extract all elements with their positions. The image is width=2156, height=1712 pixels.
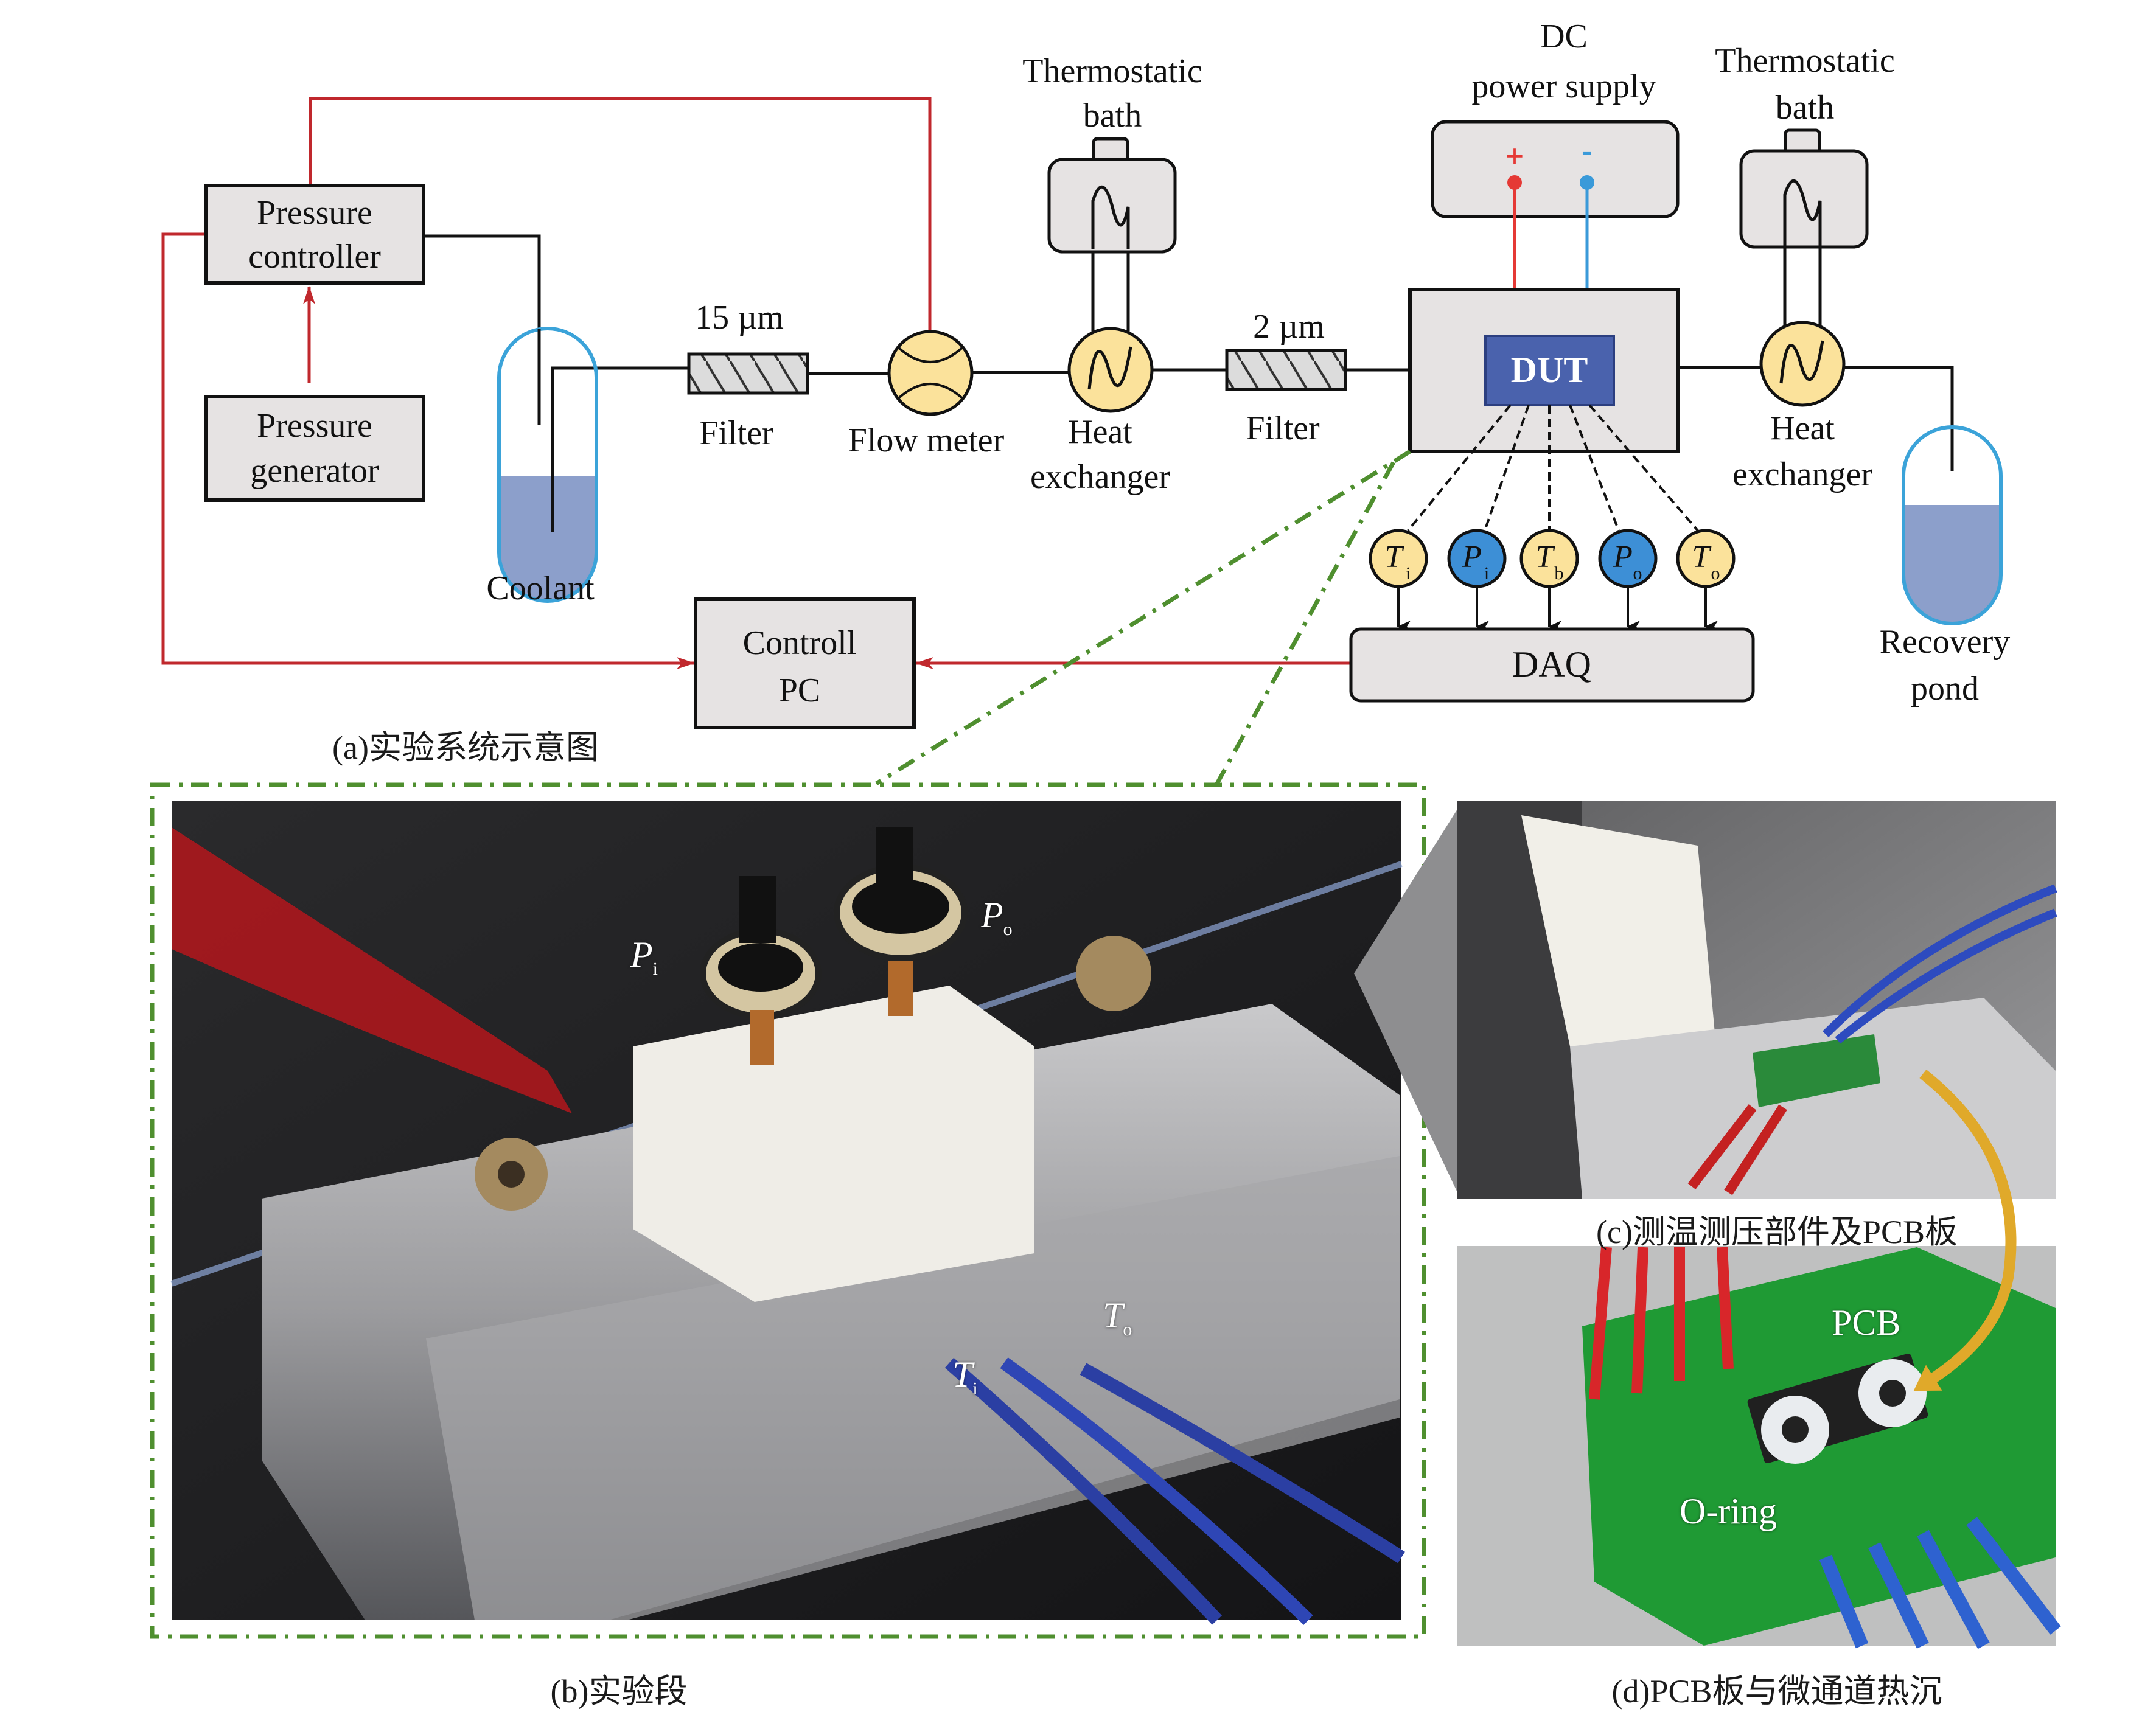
heat-exchanger-2: Heat exchanger [1732,321,1872,493]
heat-exchanger-2-label-1: Heat [1770,409,1835,447]
pressure-generator-box: Pressure generator [204,395,425,502]
thermostatic-bath-1: Thermostatic bath [1022,52,1202,254]
recovery-pond-label-2: pond [1911,670,1979,708]
recovery-pond: Recovery pond [1880,425,2011,708]
photo-label-to-symbol: T [1103,1295,1123,1335]
photo-label-pi: Pi [630,934,658,980]
caption-panel-a: (a)实验系统示意图 [332,729,599,766]
sensor-symbol: T [1536,540,1555,574]
caption-panel-b: (b)实验段 [550,1673,688,1710]
panel-d-photo [1457,1246,2061,1649]
thermostatic-bath-2-label-2: bath [1776,89,1834,127]
filter-2um: 2 µm Filter [1225,308,1347,447]
minus-terminal-label: - [1582,132,1593,169]
recovery-pond-label-1: Recovery [1880,623,2011,661]
filter-15um: 15 µm Filter [687,299,809,452]
photo-label-ti-symbol: T [952,1354,973,1394]
photo-label-po-sub: o [1003,919,1013,939]
photo-label-pcb: PCB [1832,1303,1901,1343]
sensor-leads [1407,404,1699,532]
control-pc-label-2: PC [779,672,821,709]
daq-label: DAQ [1512,644,1591,684]
coolant-label: Coolant [486,569,595,607]
sensor-symbol: P [1613,540,1633,574]
callout-lines [150,450,1426,1639]
photo-label-po-symbol: P [981,895,1003,935]
photo-label-ti-sub: i [972,1379,978,1399]
pressure-generator-label-1: Pressure [257,407,372,445]
pressure-controller-label-2: controller [248,238,381,276]
control-pc-label-1: Controll [743,624,857,662]
pressure-generator-label-2: generator [250,452,379,490]
thermostatic-bath-2: Thermostatic bath [1715,42,1895,249]
coolant-piping [424,201,1954,532]
thermostatic-bath-1-label-2: bath [1083,97,1142,134]
sensor-subscript: b [1555,563,1564,583]
dc-power-supply-label-2: power supply [1471,68,1656,105]
thermostatic-bath-2-label-1: Thermostatic [1715,42,1894,80]
test-section: DUT [1407,288,1699,532]
photo-label-to: To [1103,1295,1132,1340]
flow-meter: Flow meter [848,330,1005,459]
sensor-symbol: P [1462,540,1482,574]
sensor-subscript: o [1633,563,1642,583]
dc-power-supply: DC power supply + - [1431,18,1680,336]
filter-2um-label: Filter [1246,409,1320,447]
photo-label-ti: Ti [952,1354,978,1399]
heat-exchanger-1: Heat exchanger [1030,327,1170,496]
heat-exchanger-1-label-1: Heat [1068,413,1132,451]
photo-label-pi-sub: i [652,959,658,979]
dut-label: DUT [1511,350,1588,390]
sensor-subscript: o [1711,563,1720,583]
thermostatic-bath-1-label-1: Thermostatic [1022,52,1202,90]
sensor-symbol: T [1385,540,1404,574]
sensor-subscript: i [1484,563,1489,583]
zoom-arrow [1913,1069,2017,1391]
flow-meter-label: Flow meter [848,422,1005,459]
caption-panel-c: (c)测温测压部件及PCB板 [1596,1214,1958,1250]
panel-a-schematic: Pressure controller Pressure generator C… [161,18,2011,729]
sensor-symbol: T [1692,540,1712,574]
photo-label-to-sub: o [1123,1320,1132,1340]
heat-exchanger-2-label-2: exchanger [1732,456,1872,493]
plus-terminal-label: + [1505,138,1524,175]
coolant-tank: Coolant [486,327,598,607]
panel-c-photo [1354,801,2057,1199]
daq-box: DAQ [1349,627,1755,703]
sensor-subscript: i [1406,563,1411,583]
photo-label-po: Po [981,894,1013,940]
dc-power-supply-label-1: DC [1540,18,1588,55]
pressure-controller-box: Pressure controller [204,184,425,285]
pressure-controller-label-1: Pressure [257,194,372,232]
photo-label-o-ring: O-ring [1680,1491,1777,1531]
caption-panel-d: (d)PCB板与微通道热沉 [1611,1673,1942,1710]
filter-15um-size: 15 µm [695,299,784,336]
control-pc-box: Controll PC [694,597,916,729]
control-signal-lines [161,97,1351,669]
panel-b-photo [170,801,1405,1625]
filter-15um-label: Filter [699,414,773,452]
heat-exchanger-1-label-2: exchanger [1030,458,1170,496]
filter-2um-size: 2 µm [1253,308,1325,346]
photo-label-pi-symbol: P [630,934,653,975]
